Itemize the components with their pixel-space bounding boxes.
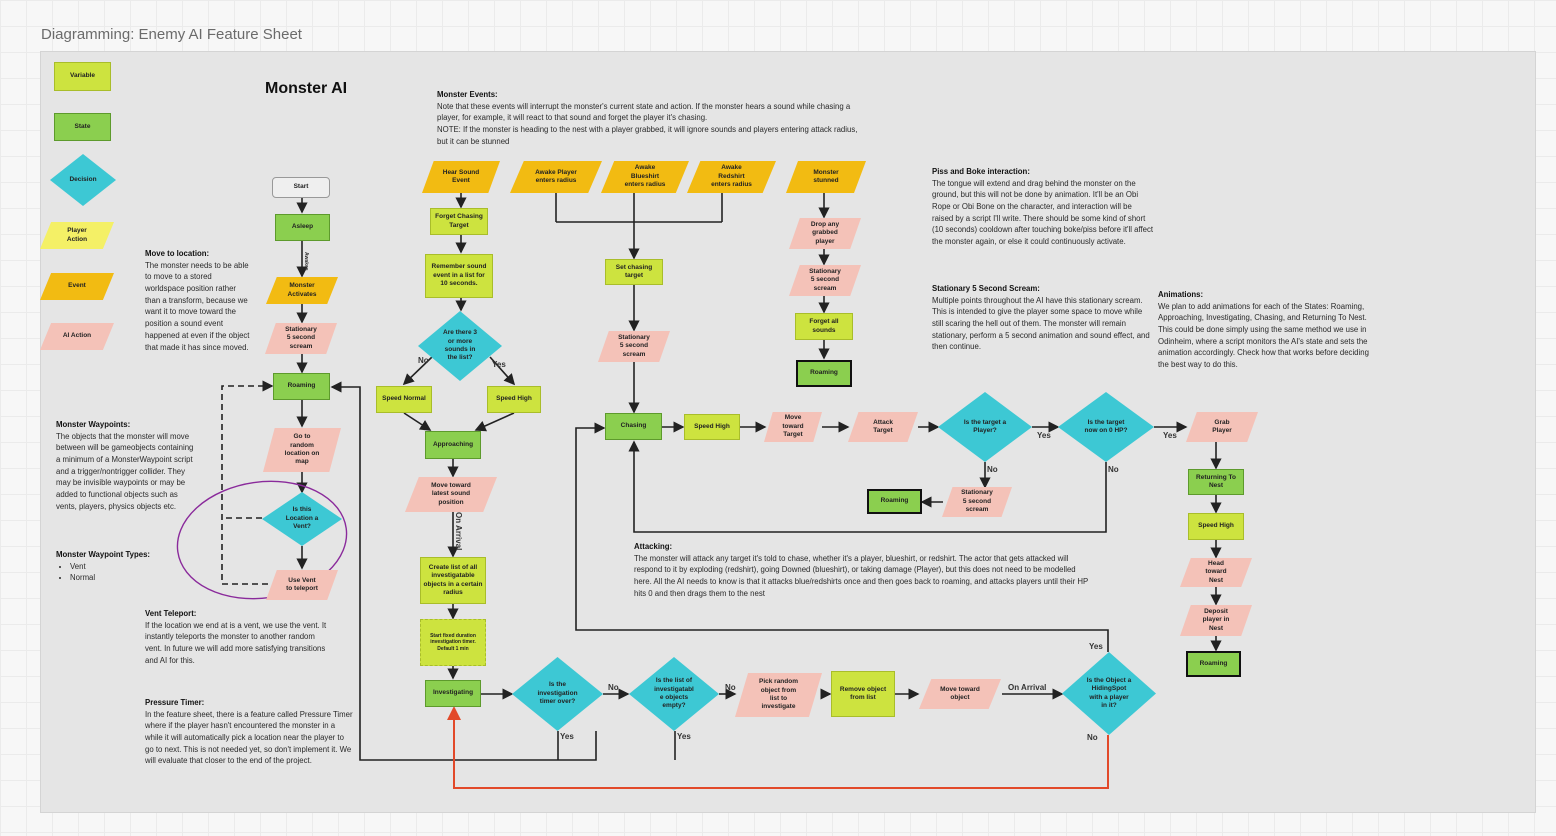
legend-ai-action: AI Action [40, 323, 114, 350]
node-chasing[interactable]: Chasing [605, 413, 662, 440]
note-move-to-location: Move to location:The monster needs to be… [145, 249, 250, 352]
node-speed-normal[interactable]: Speed Normal [376, 386, 432, 413]
node-approaching[interactable]: Approaching [425, 431, 481, 459]
node-target-zero-hp[interactable]: Is the target now on 0 HP? [1058, 392, 1154, 462]
node-stationary-scream-2[interactable]: Stationary 5 second scream [598, 331, 670, 362]
node-roaming-stunned[interactable]: Roaming [796, 360, 852, 387]
label-yes: Yes [492, 360, 506, 369]
node-roaming-main[interactable]: Roaming [273, 373, 330, 400]
node-monster-stunned[interactable]: Monster stunned [786, 161, 866, 193]
node-move-latest-sound[interactable]: Move toward latest sound position [405, 477, 497, 512]
note-waypoint-types: Monster Waypoint Types: VentNormal [56, 549, 186, 584]
note-vent-teleport: Vent Teleport:If the location we end at … [145, 609, 327, 665]
node-stationary-scream-3[interactable]: Stationary 5 second scream [789, 265, 861, 296]
label-yes: Yes [677, 732, 691, 741]
label-on-arrival: On Arrival [454, 512, 463, 551]
node-attack-target[interactable]: Attack Target [848, 412, 918, 442]
note-attacking: Attacking:The monster will attack any ta… [634, 542, 1089, 598]
node-speed-high-3[interactable]: Speed High [1188, 513, 1244, 540]
label-no: No [418, 356, 429, 365]
label-yes: Yes [1163, 431, 1177, 440]
node-move-toward-object[interactable]: Move toward object [919, 679, 1001, 709]
node-is-vent[interactable]: Is this Location a Vent? [262, 492, 342, 546]
note-monster-waypoints: Monster Waypoints:The objects that the m… [56, 420, 194, 511]
node-forget-chasing-target[interactable]: Forget Chasing Target [430, 208, 488, 235]
frame-title: Diagramming: Enemy AI Feature Sheet [41, 26, 302, 43]
node-hear-sound-event[interactable]: Hear Sound Event [422, 161, 500, 193]
label-no: No [608, 683, 619, 692]
node-returning-to-nest[interactable]: Returning To Nest [1188, 469, 1244, 495]
legend-player-action: Player Action [40, 222, 114, 249]
node-awake-redshirt[interactable]: Awake Redshirt enters radius [687, 161, 776, 193]
node-deposit-player[interactable]: Deposit player in Nest [1180, 605, 1252, 636]
diagram-title: Monster AI [265, 80, 348, 97]
node-list-empty[interactable]: Is the list of investigatabl e objects e… [629, 657, 719, 731]
label-yes: Yes [1037, 431, 1051, 440]
node-drop-grabbed-player[interactable]: Drop any grabbed player [789, 218, 861, 249]
legend-variable: Variable [54, 62, 111, 91]
node-awake-player[interactable]: Awake Player enters radius [510, 161, 602, 193]
label-yes: Yes [1089, 642, 1103, 651]
node-investigating[interactable]: Investigating [425, 680, 481, 707]
note-pressure-timer: Pressure Timer:In the feature sheet, the… [145, 698, 353, 766]
label-awakes: Awakes [303, 252, 309, 271]
node-roaming-nest[interactable]: Roaming [1186, 651, 1241, 677]
node-asleep[interactable]: Asleep [275, 214, 330, 241]
node-move-toward-target[interactable]: Move toward Target [764, 412, 822, 442]
node-pick-random-object[interactable]: Pick random object from list to investig… [735, 673, 822, 717]
legend-decision: Decision [50, 154, 116, 206]
node-start[interactable]: Start [272, 177, 330, 198]
node-start-timer[interactable]: Start fixed duration investigation timer… [420, 619, 486, 666]
node-monster-activates[interactable]: Monster Activates [266, 277, 338, 304]
label-yes: Yes [560, 732, 574, 741]
node-go-random-location[interactable]: Go to random location on map [263, 428, 341, 472]
node-stationary-scream-1[interactable]: Stationary 5 second scream [265, 323, 337, 354]
legend-state: State [54, 113, 111, 141]
node-head-toward-nest[interactable]: Head toward Nest [1180, 558, 1252, 587]
node-awake-blueshirt[interactable]: Awake Blueshirt enters radius [601, 161, 689, 193]
node-forget-all-sounds[interactable]: Forget all sounds [795, 313, 853, 340]
note-piss-boke: Piss and Boke interaction:The tongue wil… [932, 167, 1154, 247]
note-monster-events: Monster Events:Note that these events wi… [437, 90, 858, 146]
note-animations: Animations:We plan to add animations for… [1158, 290, 1369, 370]
node-grab-player[interactable]: Grab Player [1186, 412, 1258, 442]
label-no: No [1108, 465, 1119, 474]
node-remove-object[interactable]: Remove object from list [831, 671, 895, 717]
node-use-vent[interactable]: Use Vent to teleport [266, 570, 338, 600]
node-stationary-scream-4[interactable]: Stationary 5 second scream [942, 487, 1012, 517]
node-speed-high-2[interactable]: Speed High [684, 414, 740, 440]
node-create-list[interactable]: Create list of all investigatable object… [420, 557, 486, 604]
label-on-arrival: On Arrival [1008, 683, 1047, 692]
node-speed-high-1[interactable]: Speed High [487, 386, 541, 413]
label-no: No [987, 465, 998, 474]
label-no: No [1087, 733, 1098, 742]
node-hidingspot[interactable]: Is the Object a HidingSpot with a player… [1062, 652, 1156, 735]
legend-event: Event [40, 273, 114, 300]
node-roaming-after-attack[interactable]: Roaming [867, 489, 922, 514]
node-set-chasing-target[interactable]: Set chasing target [605, 259, 663, 285]
node-timer-over[interactable]: Is the investigation timer over? [512, 657, 603, 731]
label-no: No [725, 683, 736, 692]
note-stationary-scream: Stationary 5 Second Scream:Multiple poin… [932, 284, 1150, 352]
node-is-target-player[interactable]: Is the target a Player? [938, 392, 1032, 462]
node-remember-sound[interactable]: Remember sound event in a list for 10 se… [425, 254, 493, 298]
node-are-there-3-sounds[interactable]: Are there 3 or more sounds in the list? [418, 311, 502, 381]
